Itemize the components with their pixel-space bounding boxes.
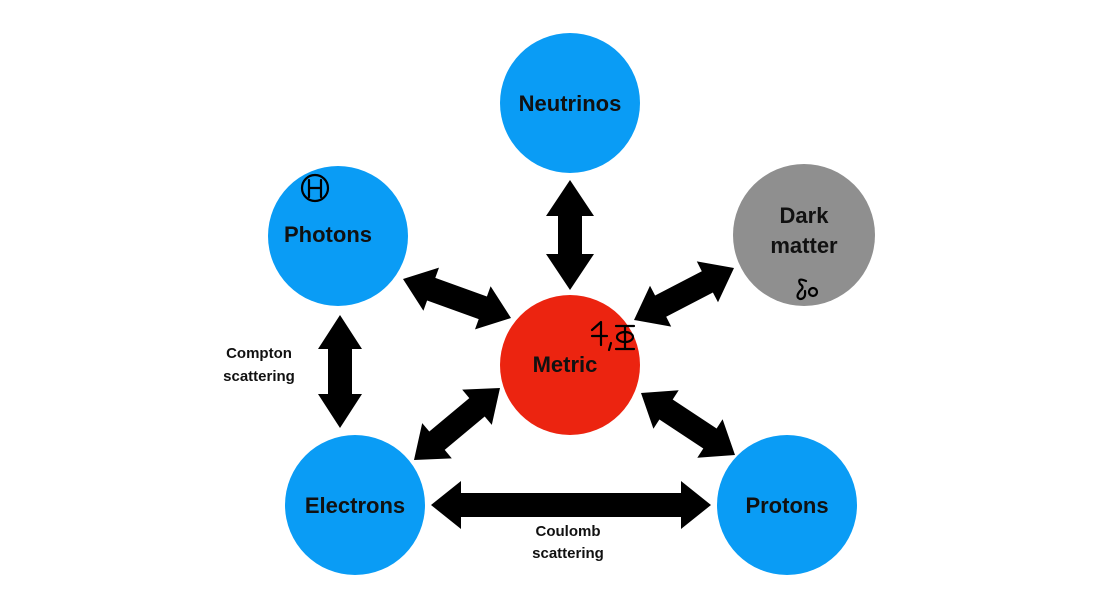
- node-photons: Photons: [268, 166, 408, 306]
- handwritten-delta-zero-symbol: [796, 278, 819, 301]
- node-neutrinos: Neutrinos: [500, 33, 640, 173]
- node-dark-matter-label-line1: Dark: [780, 203, 830, 228]
- node-dark-matter-label-line2: matter: [770, 233, 838, 258]
- node-metric: Metric: [500, 295, 640, 435]
- node-electrons-label: Electrons: [305, 493, 405, 518]
- handwritten-psi-phi-symbol: [590, 320, 636, 352]
- arrow-photons-electrons: [318, 315, 362, 428]
- arrow-photons-metric: [403, 267, 511, 330]
- node-metric-circle: [500, 295, 640, 435]
- node-metric-label: Metric: [533, 352, 598, 377]
- node-neutrinos-label: Neutrinos: [519, 91, 622, 116]
- node-neutrinos-circle: [500, 33, 640, 173]
- arrow-metric-protons: [641, 390, 735, 458]
- arrows-layer: [318, 180, 735, 529]
- node-dark-matter-circle: [733, 164, 875, 306]
- node-dark-matter: Dark matter: [733, 164, 875, 306]
- node-photons-label: Photons: [284, 222, 372, 247]
- handwritten-theta-symbol: [300, 173, 330, 203]
- node-protons-circle: [717, 435, 857, 575]
- coulomb-label-line2: scattering: [532, 545, 604, 562]
- coulomb-label-line1: Coulomb: [536, 523, 601, 540]
- node-electrons: Electrons: [285, 435, 425, 575]
- node-electrons-circle: [285, 435, 425, 575]
- node-protons-label: Protons: [745, 493, 828, 518]
- arrow-neutrinos-metric: [546, 180, 594, 290]
- node-photons-circle: [268, 166, 408, 306]
- arrow-electrons-metric: [414, 388, 500, 460]
- arrow-electrons-protons: [431, 481, 711, 529]
- compton-label-line2: scattering: [223, 368, 295, 385]
- arrow-darkmatter-metric: [634, 261, 734, 327]
- node-protons: Protons: [717, 435, 857, 575]
- compton-label-line1: Compton: [226, 345, 292, 362]
